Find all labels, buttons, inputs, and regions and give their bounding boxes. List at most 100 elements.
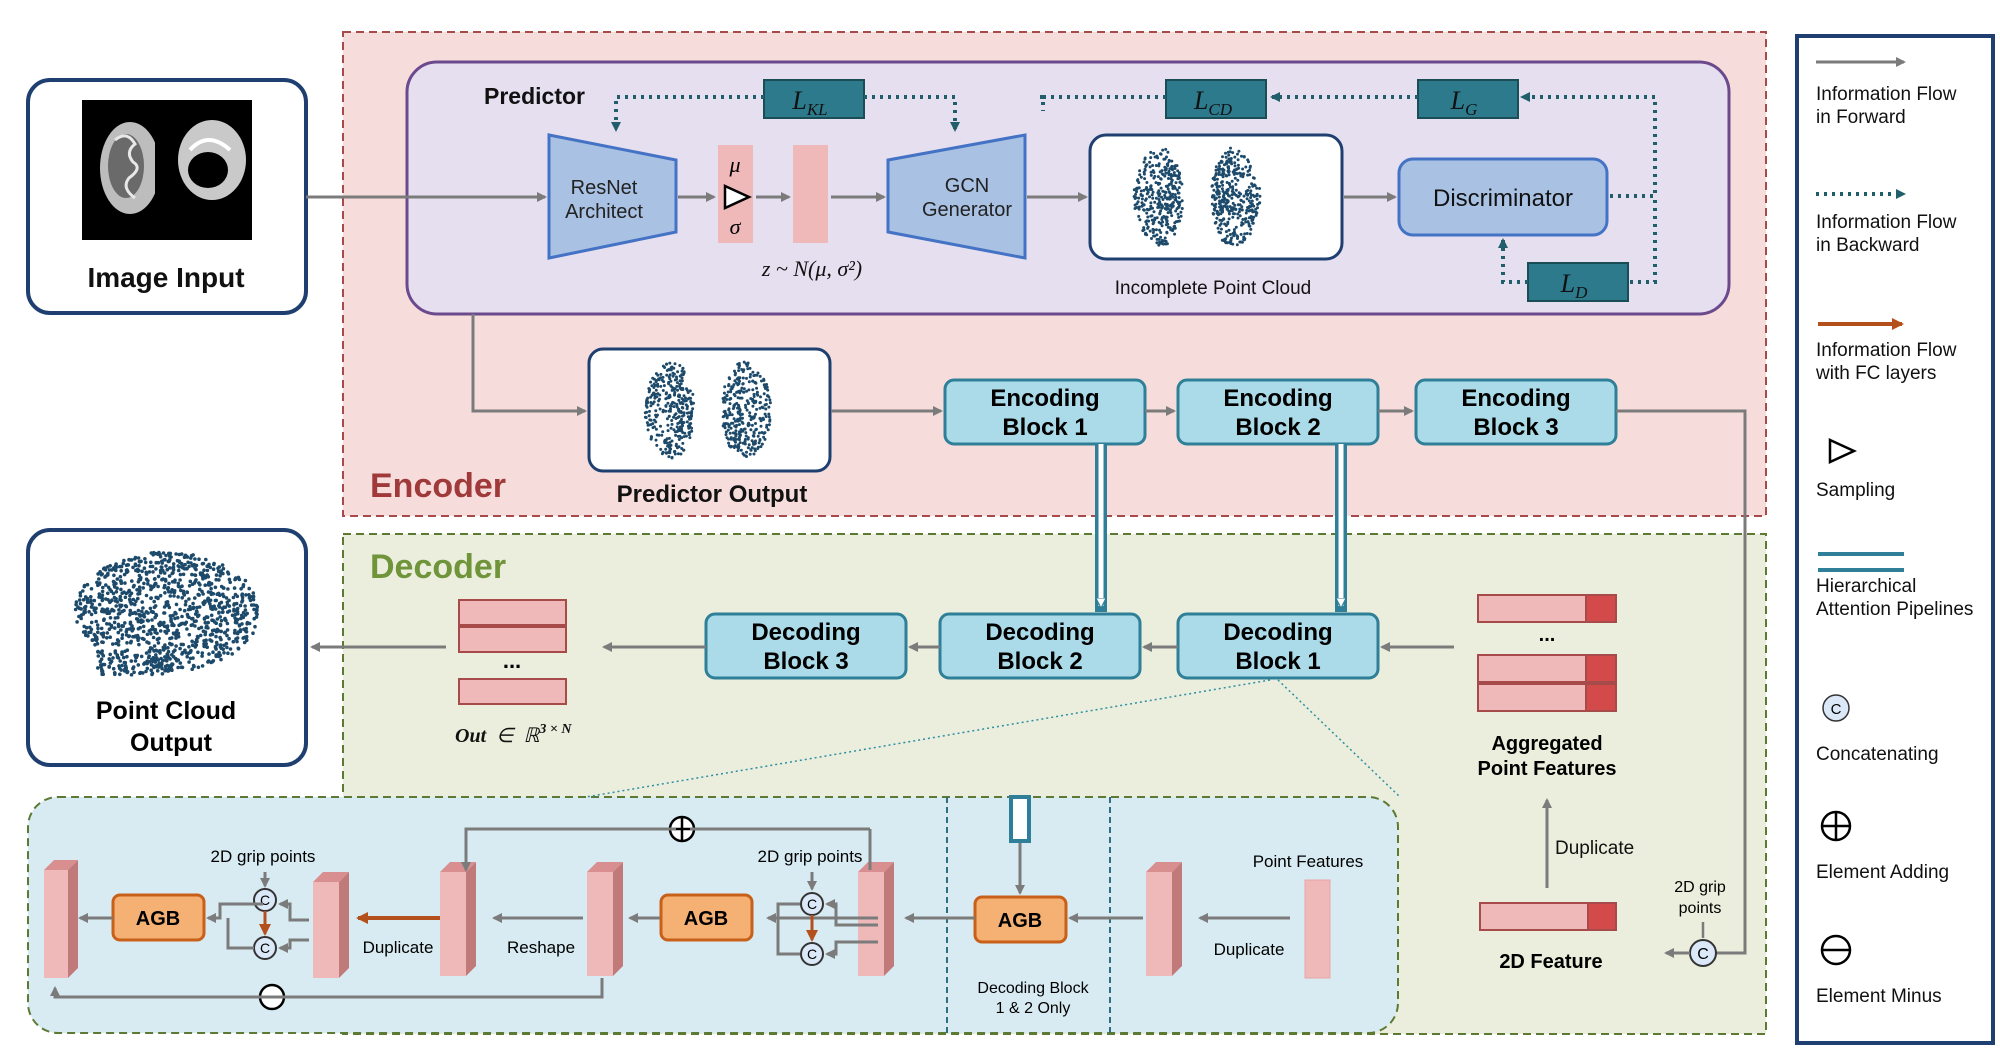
brain-point — [197, 557, 201, 561]
pc-point — [1251, 210, 1255, 214]
brain-point — [245, 638, 249, 643]
decoding-block-3[interactable]: Decoding Block 3 — [704, 612, 908, 680]
pc-point — [644, 404, 648, 407]
brain-point — [127, 557, 131, 562]
brain-point — [206, 620, 210, 625]
encoding-block-2[interactable]: Encoding Block 2 — [1176, 378, 1380, 446]
pc-point — [1249, 196, 1253, 200]
brain-point — [243, 613, 248, 617]
pc-point — [1142, 208, 1146, 212]
encoding-block-3[interactable]: Encoding Block 3 — [1414, 378, 1618, 446]
pc-point — [654, 409, 658, 413]
pc-point — [1230, 196, 1234, 200]
pc-point — [739, 428, 743, 432]
brain-point — [135, 617, 140, 622]
brain-point — [149, 596, 153, 601]
encoding-block-1[interactable]: Encoding Block 1 — [943, 378, 1147, 446]
legend-label: Information Flow — [1816, 212, 1957, 233]
brain-point — [116, 624, 121, 629]
brain-point — [121, 561, 125, 566]
pc-point — [765, 425, 769, 429]
pc-point — [1133, 207, 1137, 210]
pc-point — [1251, 193, 1255, 197]
pc-point — [1233, 192, 1237, 196]
brain-point — [115, 600, 120, 604]
pc-point — [686, 391, 690, 394]
brain-point — [125, 648, 130, 652]
pc-point — [1231, 201, 1235, 205]
pc-point — [756, 371, 760, 375]
pc-point — [1154, 164, 1158, 167]
brain-point — [162, 585, 166, 590]
brain-point — [179, 665, 184, 669]
brain-point — [85, 596, 90, 601]
brain-point — [78, 601, 83, 606]
brain-point — [161, 551, 166, 555]
decoding-block-1[interactable]: Decoding Block 1 — [1176, 612, 1380, 680]
double-line-icon — [1818, 552, 1904, 572]
pc-point — [1239, 199, 1243, 202]
pc-point — [1146, 225, 1150, 229]
brain-point — [120, 633, 125, 637]
pc-point — [682, 394, 686, 398]
brain-point — [146, 655, 151, 660]
pc-point — [1151, 231, 1155, 234]
brain-point — [208, 602, 212, 606]
pc-point — [1240, 154, 1243, 158]
pc-point — [649, 380, 653, 384]
pc-point — [745, 450, 748, 454]
discriminator-box[interactable] — [1397, 157, 1609, 237]
brain-point — [173, 616, 177, 621]
pc-point — [1246, 173, 1250, 177]
pc-point — [746, 437, 750, 441]
detail-note-1: Decoding Block — [977, 980, 1089, 997]
brain-point — [131, 611, 135, 615]
legend-label: Information Flow — [1816, 340, 1957, 361]
pc-point — [1165, 219, 1169, 223]
pc-point — [1177, 215, 1181, 219]
pc-point — [1214, 196, 1218, 200]
pc-point — [1173, 232, 1177, 236]
pc-point — [1221, 168, 1225, 172]
pc-point — [1235, 167, 1239, 171]
pc-point — [670, 419, 674, 422]
pc-point — [724, 430, 728, 434]
decoding-block-2[interactable]: Decoding Block 2 — [938, 612, 1142, 680]
pc-point — [676, 422, 680, 425]
pc-point — [1258, 194, 1262, 198]
agb-box-1[interactable]: AGB — [111, 893, 206, 942]
pc-point — [668, 361, 672, 365]
pc-point — [675, 402, 679, 406]
brain-point — [116, 630, 121, 635]
pc-point — [732, 438, 736, 442]
brain-point — [109, 623, 114, 628]
sigma-symbol: σ — [730, 214, 742, 239]
brain-point — [149, 560, 153, 565]
pc-point — [736, 449, 740, 453]
brain-point — [102, 618, 106, 623]
brain-point — [185, 627, 189, 631]
brain-point — [168, 566, 172, 570]
pc-point — [749, 418, 753, 422]
brain-point — [195, 639, 199, 644]
brain-point — [97, 602, 102, 607]
brain-point — [175, 628, 179, 633]
brain-point — [118, 597, 122, 601]
pc-point — [1170, 178, 1174, 182]
brain-point — [99, 573, 104, 577]
agb-box-3[interactable]: AGB — [973, 895, 1068, 944]
brain-point — [179, 588, 183, 593]
pc-point — [735, 390, 739, 394]
pc-point — [1235, 243, 1239, 247]
brain-point — [129, 673, 134, 677]
pc-point — [1145, 192, 1149, 196]
brain-point — [107, 664, 111, 669]
brain-point — [136, 592, 140, 596]
brain-point — [187, 660, 191, 664]
pc-point — [1222, 198, 1226, 201]
pc-point — [730, 413, 734, 417]
agb-box-2[interactable]: AGB — [659, 893, 754, 942]
brain-point — [92, 606, 96, 610]
slab-top — [44, 860, 78, 870]
pc-point — [764, 415, 768, 418]
